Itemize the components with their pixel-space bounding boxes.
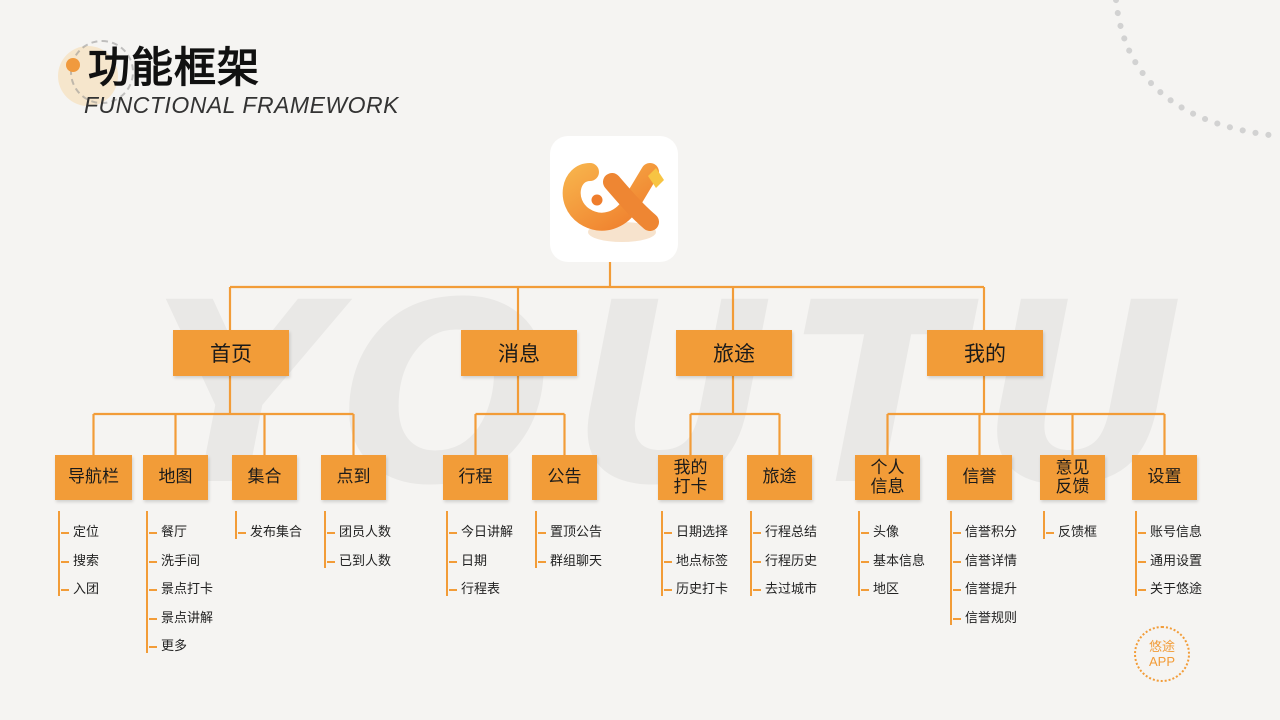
leaf-bracket-line [1135, 511, 1137, 596]
sub-label: 设置 [1147, 467, 1182, 487]
sub-label: 意见 反馈 [1055, 457, 1090, 497]
leaf-bracket-line [858, 511, 860, 596]
leaf-item: 已到人数 [326, 553, 392, 569]
sub-node: 设置 [1132, 455, 1197, 500]
sub-node: 行程 [443, 455, 508, 500]
app-stamp: 悠途 APP [1134, 626, 1190, 682]
leaf-item: 反馈框 [1045, 525, 1098, 540]
sub-node: 个人 信息 [855, 455, 920, 500]
sub-node: 公告 [532, 455, 597, 500]
sub-label: 我的 打卡 [673, 457, 708, 497]
sub-label: 个人 信息 [870, 457, 905, 497]
category-node: 我的 [927, 330, 1043, 376]
leaf-bracket-line [661, 511, 663, 596]
leaf-item: 日期选择 [663, 525, 729, 540]
leaf-item: 洗手间 [148, 553, 201, 569]
leaf-item: 搜索 [60, 553, 100, 569]
leaf-item: 入团 [60, 582, 100, 597]
leaf-bracket-line [1043, 511, 1045, 539]
sub-node: 信誉 [947, 455, 1012, 500]
leaf-item: 置顶公告 [537, 525, 603, 540]
sub-node: 地图 [143, 455, 208, 500]
category-label: 我的 [964, 342, 1006, 366]
category-label: 首页 [210, 342, 252, 366]
leaf-item: 行程表 [448, 582, 501, 597]
dotted-arc-decoration [1100, 0, 1280, 150]
leaf-item: 行程历史 [752, 553, 818, 569]
leaf-bracket-line [146, 511, 148, 653]
leaf-item: 地点标签 [663, 553, 729, 569]
leaf-item: 景点打卡 [148, 582, 214, 597]
sub-label: 公告 [547, 467, 582, 487]
leaf-item: 信誉详情 [952, 553, 1018, 569]
leaf-item: 餐厅 [148, 525, 188, 540]
leaf-item: 日期 [448, 553, 488, 569]
sub-label: 旅途 [762, 467, 797, 487]
sub-label: 行程 [458, 467, 493, 487]
leaf-item: 去过城市 [752, 582, 818, 597]
leaf-item: 关于悠途 [1137, 582, 1203, 597]
leaf-bracket-line [235, 511, 237, 539]
title-decoration-dot [66, 58, 80, 72]
leaf-bracket-line [750, 511, 752, 596]
leaf-item: 群组聊天 [537, 553, 603, 569]
category-node: 消息 [461, 330, 577, 376]
leaf-item: 账号信息 [1137, 525, 1203, 540]
category-label: 旅途 [713, 342, 755, 366]
leaf-item: 行程总结 [752, 525, 818, 540]
leaf-bracket-line [324, 511, 326, 568]
page-title: 功能框架 [88, 43, 261, 92]
leaf-item: 信誉规则 [952, 610, 1018, 626]
leaf-bracket-line [446, 511, 448, 596]
stamp-line2: APP [1148, 654, 1175, 669]
sub-node: 集合 [232, 455, 297, 500]
leaf-item: 景点讲解 [148, 610, 214, 626]
sub-label: 地图 [158, 467, 193, 487]
leaf-bracket-line [950, 511, 952, 625]
sub-label: 集合 [247, 467, 282, 487]
leaf-item: 通用设置 [1137, 553, 1203, 569]
leaf-item: 团员人数 [326, 525, 392, 540]
sub-node: 意见 反馈 [1040, 455, 1105, 500]
category-label: 消息 [498, 342, 540, 366]
category-node: 首页 [173, 330, 289, 376]
leaf-item: 发布集合 [237, 525, 303, 540]
leaf-item: 信誉提升 [952, 582, 1018, 597]
sub-label: 点到 [336, 467, 371, 487]
leaf-item: 信誉积分 [952, 525, 1018, 540]
leaf-item: 基本信息 [860, 553, 926, 569]
leaf-bracket-line [58, 511, 60, 596]
sub-label: 信誉 [962, 467, 997, 487]
leaf-bracket-line [535, 511, 537, 568]
stamp-line1: 悠途 [1148, 639, 1175, 654]
leaf-item: 头像 [860, 525, 900, 540]
leaf-item: 地区 [860, 582, 900, 597]
leaf-item: 定位 [60, 525, 100, 540]
title-decoration-ring [70, 40, 134, 104]
page-subtitle: FUNCTIONAL FRAMEWORK [84, 92, 399, 118]
app-logo [550, 136, 678, 262]
leaf-item: 今日讲解 [448, 525, 514, 540]
app-logo-icon [562, 163, 664, 242]
sub-node: 导航栏 [55, 455, 132, 500]
sub-node: 旅途 [747, 455, 812, 500]
category-node: 旅途 [676, 330, 792, 376]
sub-node: 我的 打卡 [658, 455, 723, 500]
sub-node: 点到 [321, 455, 386, 500]
leaf-item: 历史打卡 [663, 582, 729, 597]
leaf-item: 更多 [148, 639, 188, 654]
sub-label: 导航栏 [68, 467, 119, 487]
